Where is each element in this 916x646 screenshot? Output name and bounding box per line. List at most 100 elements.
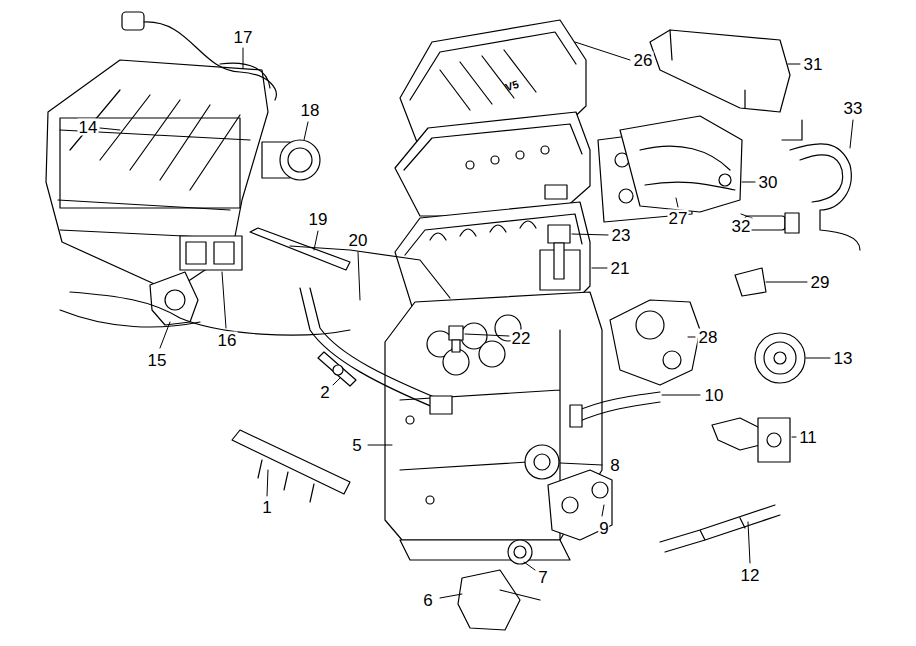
vacuum-hose bbox=[144, 22, 276, 100]
leader-lines bbox=[602, 505, 604, 516]
cover-marking: V5 bbox=[503, 78, 521, 93]
sensor bbox=[449, 326, 463, 352]
intake-manifold bbox=[46, 60, 268, 292]
water-pump bbox=[712, 418, 760, 450]
callout-number: 26 bbox=[633, 52, 654, 69]
cylinder-head bbox=[430, 221, 536, 240]
callout-number: 10 bbox=[704, 387, 725, 404]
bracket bbox=[660, 505, 780, 552]
leader-lines bbox=[792, 437, 796, 438]
leader-lines bbox=[358, 252, 360, 300]
gasket bbox=[214, 242, 234, 264]
cover-plate bbox=[525, 445, 559, 479]
callout-number: 21 bbox=[610, 260, 631, 277]
fuel-rail bbox=[258, 460, 314, 502]
coolant-hoses bbox=[782, 120, 860, 250]
breather-tube bbox=[250, 228, 450, 298]
callout-number: 15 bbox=[147, 352, 168, 369]
sensor bbox=[449, 326, 463, 340]
water-pump bbox=[712, 418, 790, 462]
small-bracket bbox=[735, 268, 766, 296]
valve-cover bbox=[466, 161, 474, 169]
callout-number: 5 bbox=[351, 437, 362, 454]
ignition-coil bbox=[548, 225, 570, 243]
leader-lines bbox=[662, 395, 700, 396]
coolant-housing bbox=[562, 497, 578, 513]
coolant-hoses bbox=[800, 155, 843, 202]
gasket bbox=[186, 242, 206, 264]
leader-lines bbox=[788, 64, 800, 65]
leader-lines bbox=[243, 48, 244, 68]
oil-pipe bbox=[300, 288, 452, 414]
coolant-housing bbox=[548, 470, 612, 540]
leader-lines bbox=[100, 42, 853, 598]
leader-lines bbox=[524, 562, 535, 570]
flange-part bbox=[165, 290, 185, 310]
injector bbox=[333, 365, 343, 375]
coolant-pipe bbox=[578, 402, 660, 422]
leader-lines bbox=[572, 234, 608, 235]
cylinder-block bbox=[443, 349, 469, 375]
callout-number: 8 bbox=[609, 457, 620, 474]
leader-lines bbox=[160, 322, 170, 348]
callout-number: 30 bbox=[758, 174, 779, 191]
flange-part bbox=[150, 272, 198, 325]
cylinder-block bbox=[385, 292, 602, 540]
heat-shield bbox=[650, 30, 790, 112]
leader-lines bbox=[304, 122, 308, 140]
callout-number: 28 bbox=[698, 329, 719, 346]
valve-cover bbox=[404, 124, 582, 170]
vacuum-hose bbox=[122, 12, 276, 100]
valve-cover bbox=[395, 112, 590, 216]
pulley bbox=[755, 333, 805, 383]
callout-number: 19 bbox=[308, 211, 329, 228]
seal bbox=[508, 540, 532, 564]
callout-number: 9 bbox=[598, 520, 609, 537]
leader-lines bbox=[806, 358, 830, 359]
leader-lines bbox=[592, 268, 607, 269]
leader-lines bbox=[222, 272, 226, 328]
exhaust-manifold bbox=[719, 174, 731, 186]
callout-number: 32 bbox=[731, 218, 752, 235]
breather-tube bbox=[290, 246, 450, 298]
engine-cover bbox=[440, 50, 536, 110]
cover-plate bbox=[525, 445, 559, 479]
cover-housing bbox=[636, 311, 664, 339]
valve-cover bbox=[395, 112, 590, 216]
cover-housing bbox=[610, 300, 700, 385]
injector bbox=[318, 352, 356, 386]
callout-number: 17 bbox=[233, 29, 254, 46]
leader-lines bbox=[748, 522, 750, 563]
gasket bbox=[180, 236, 242, 270]
engine-cover bbox=[410, 32, 576, 100]
callout-number: 11 bbox=[798, 429, 818, 446]
intake-manifold bbox=[60, 118, 240, 208]
leader-lines bbox=[368, 445, 392, 446]
leader-lines bbox=[267, 470, 268, 496]
leader-lines bbox=[333, 378, 340, 385]
valve-cover bbox=[516, 151, 524, 159]
exhaust-gasket bbox=[619, 189, 633, 203]
oil-pump bbox=[458, 570, 540, 630]
fuel-rail bbox=[232, 430, 350, 502]
leader-lines bbox=[850, 120, 853, 148]
cover-housing bbox=[663, 351, 681, 369]
oil-pump bbox=[458, 570, 520, 630]
callout-number: 14 bbox=[78, 119, 99, 136]
leader-lines bbox=[742, 182, 755, 183]
lambda-sensor bbox=[745, 213, 799, 233]
callout-number: 27 bbox=[668, 210, 689, 227]
intake-manifold bbox=[46, 60, 268, 292]
seal bbox=[514, 546, 526, 558]
oil-pump bbox=[500, 590, 540, 600]
callout-number: 12 bbox=[740, 567, 761, 584]
sensor bbox=[452, 340, 460, 352]
ignition-coil bbox=[554, 243, 564, 279]
exhaust-manifold bbox=[620, 116, 742, 212]
exhaust-manifold bbox=[640, 146, 735, 190]
coolant-pipe bbox=[570, 405, 582, 427]
bracket bbox=[660, 505, 780, 552]
coolant-housing bbox=[548, 470, 612, 540]
cylinder-block bbox=[406, 416, 414, 424]
